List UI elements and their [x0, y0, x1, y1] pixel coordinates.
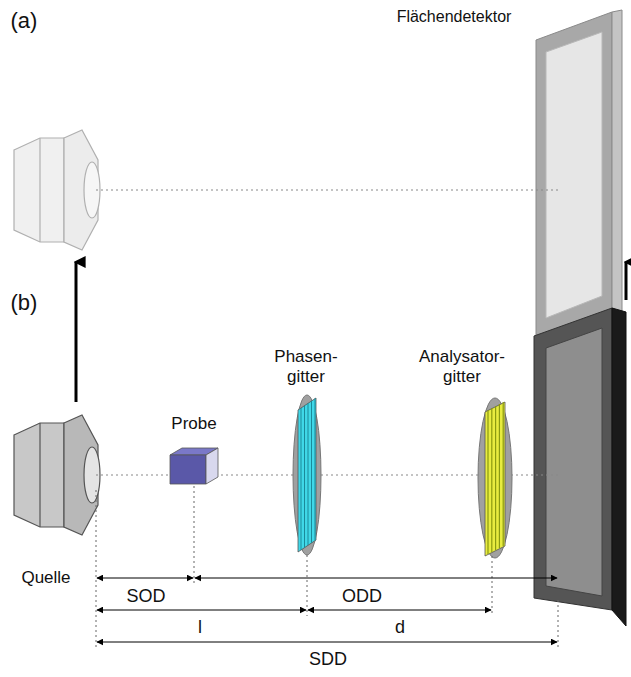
- x-ray-source-b: [14, 415, 100, 535]
- detector-label: Flächendetektor: [384, 8, 524, 26]
- dimension-label: d: [385, 617, 415, 638]
- analyser-grating: [478, 398, 512, 558]
- move-arrow: [625, 262, 628, 300]
- grating-label: Analysator- gitter: [412, 347, 512, 386]
- panel-letter: (a): [0, 8, 49, 33]
- dimension-label: SOD: [116, 586, 176, 607]
- grating-label: Phasen- gitter: [270, 347, 342, 386]
- sample-label: Probe: [154, 414, 234, 434]
- dimension-guide: [96, 486, 558, 648]
- x-ray-source-a: [14, 130, 100, 250]
- dimension-label: l: [185, 617, 215, 638]
- dimension-line: [97, 578, 557, 642]
- phase-grating: [293, 395, 321, 555]
- panel-letter: (b): [0, 290, 49, 315]
- area-detector-a: [536, 10, 622, 340]
- dimension-label: ODD: [332, 586, 392, 607]
- dimension-label: SDD: [298, 649, 358, 670]
- sample-cube: [170, 448, 218, 484]
- beam-axis: [96, 190, 560, 191]
- source-label: Quelle: [6, 568, 86, 588]
- move-arrow: [75, 262, 78, 402]
